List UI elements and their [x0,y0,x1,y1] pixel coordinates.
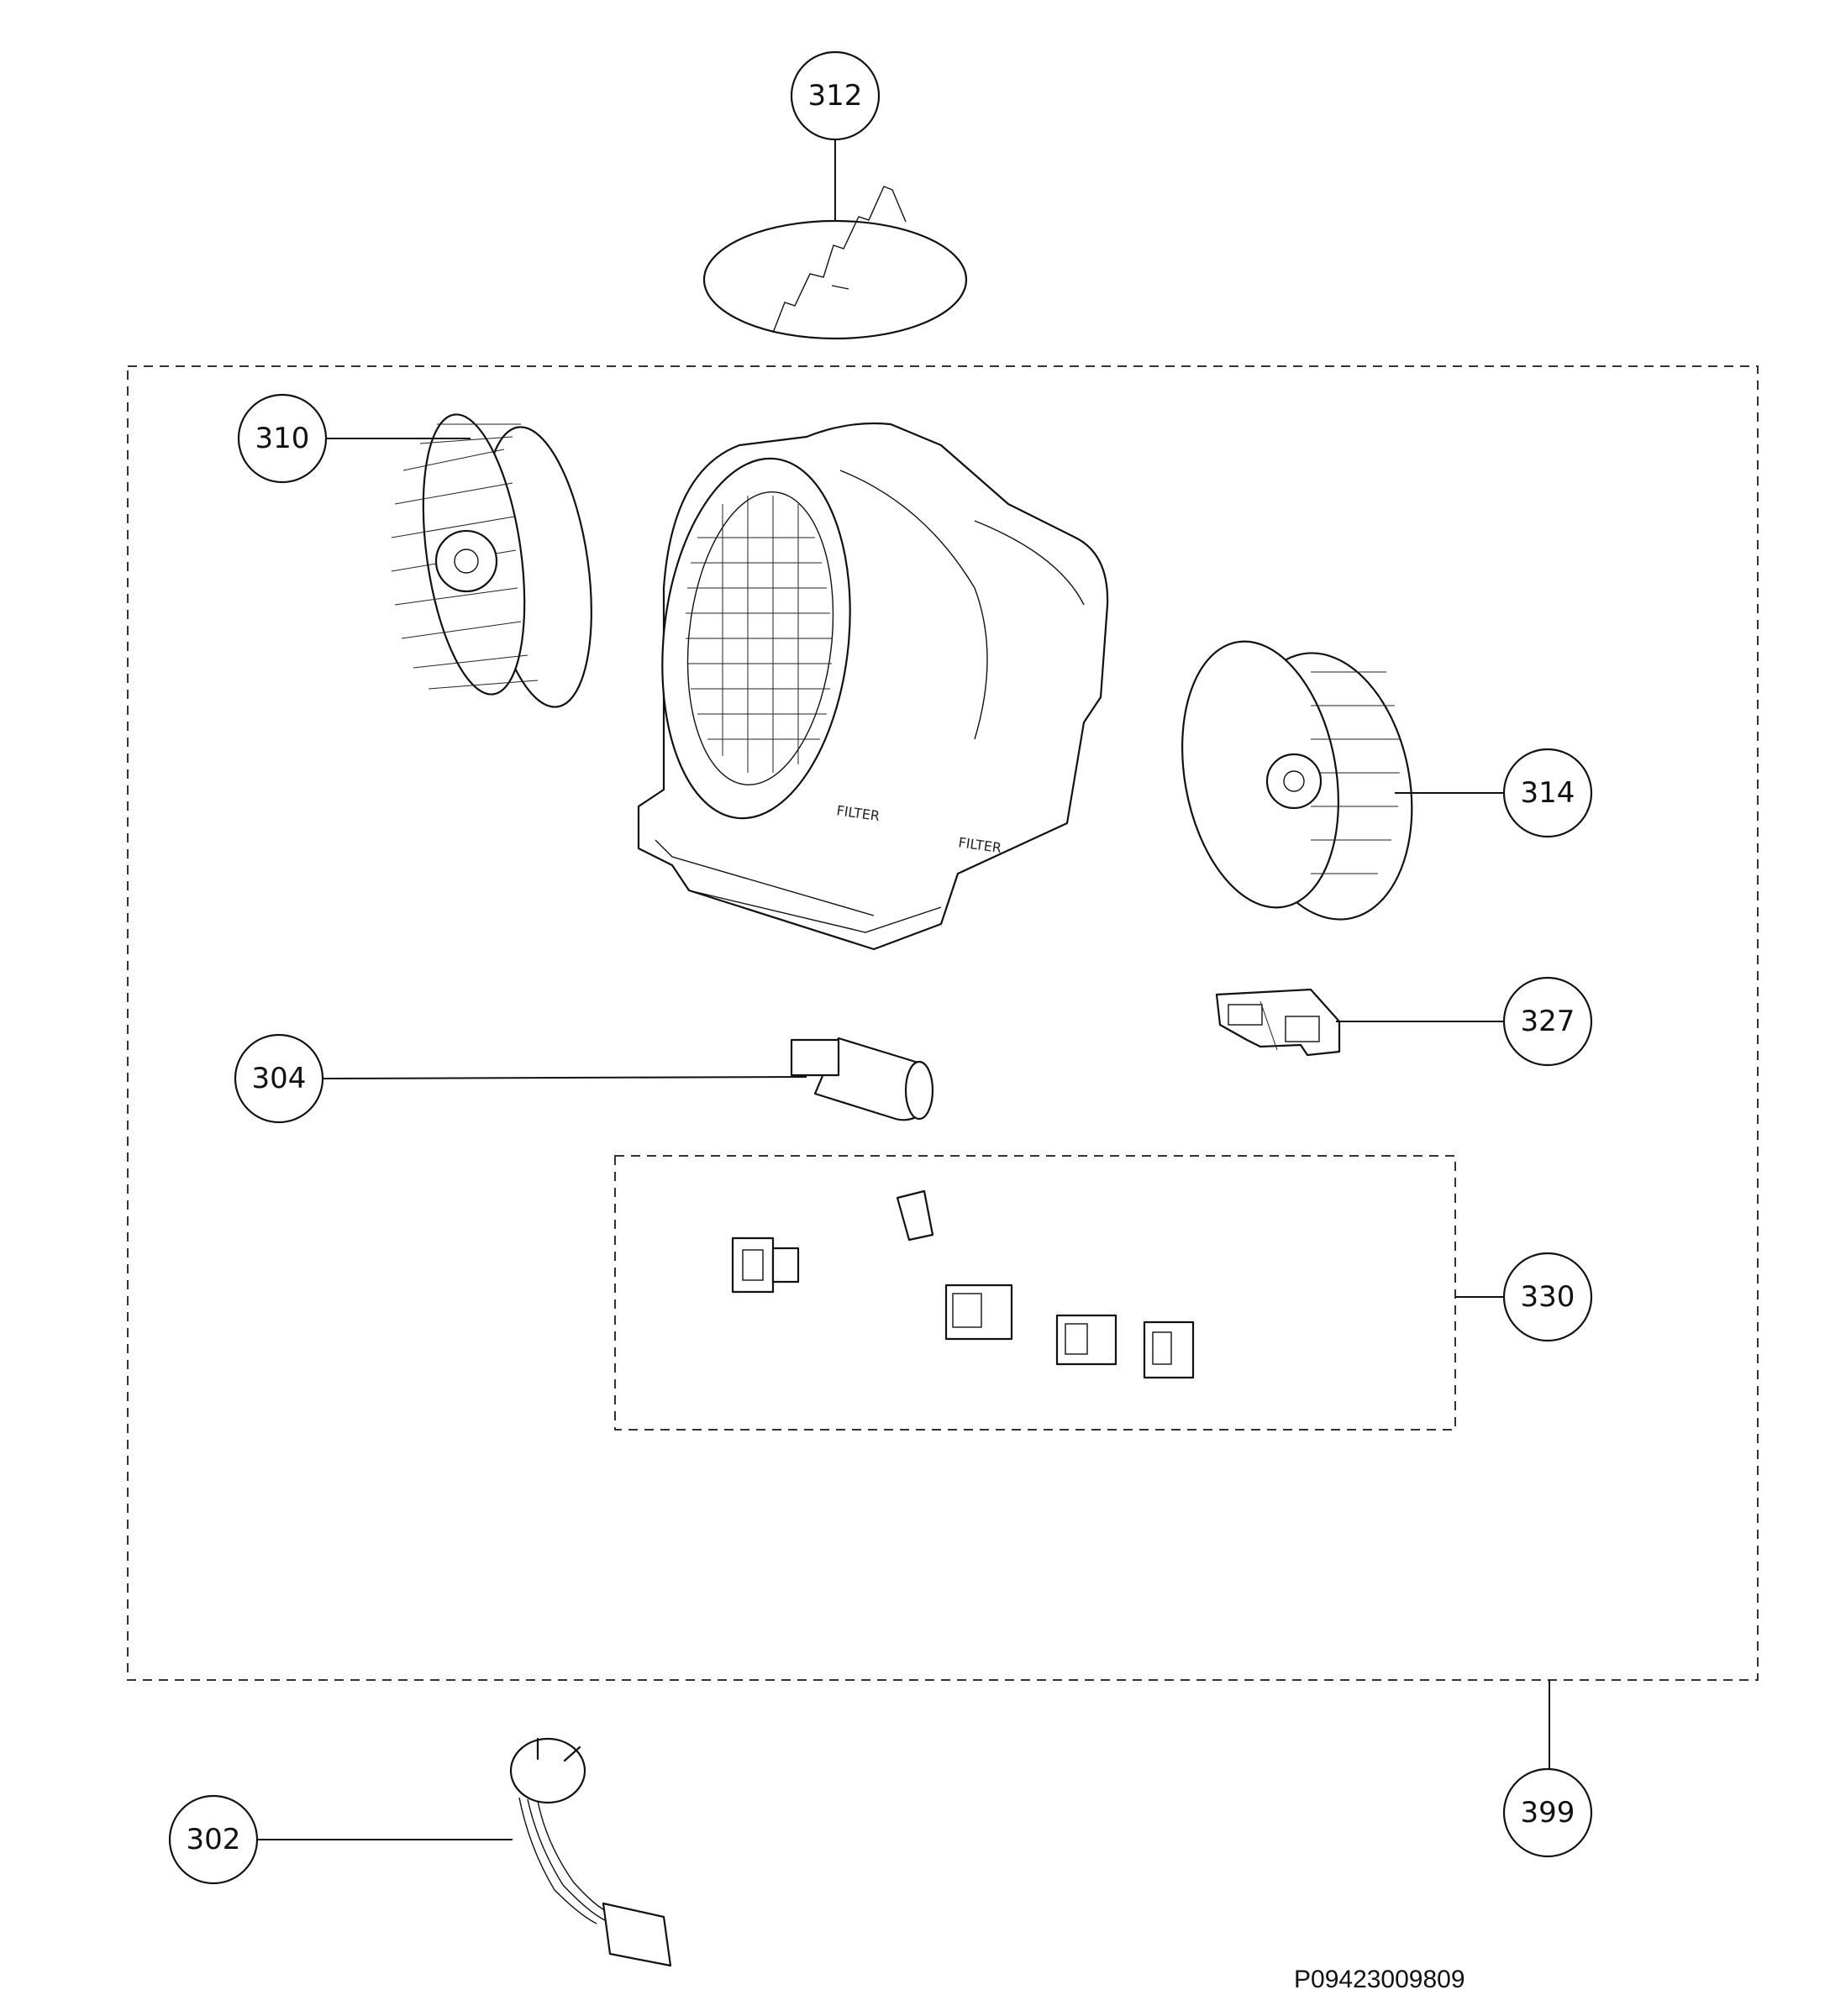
document-code: P09423009809 [1294,1966,1465,1993]
assembly-dashed-box [127,365,1759,1681]
callout-312-label: 312 [808,79,863,113]
callout-330: 330 [1502,1252,1593,1342]
part-302-mains-cable [509,1737,672,1967]
part-312-filter-disc [702,186,968,340]
callout-330-label: 330 [1521,1280,1575,1314]
part-327-switch [1215,988,1341,1057]
callout-327: 327 [1502,976,1593,1067]
callout-314: 314 [1502,748,1593,838]
callout-399: 399 [1502,1767,1593,1858]
part-304-capacitor [790,1037,934,1121]
part-310-blower-wheel-left [391,413,592,708]
callout-399-label: 399 [1521,1796,1575,1830]
callout-302: 302 [168,1794,259,1885]
callout-310-label: 310 [255,422,310,455]
callout-304: 304 [234,1033,324,1124]
callout-302-label: 302 [187,1823,241,1856]
motor-housing: FILTER FILTER [637,422,1109,951]
callout-327-label: 327 [1521,1005,1575,1038]
callout-310: 310 [237,393,328,484]
connector-kit-dashed-box [614,1155,1456,1431]
callout-304-label: 304 [252,1062,307,1095]
part-314-blower-wheel-right [1181,640,1413,921]
callout-312: 312 [790,50,881,141]
callout-314-label: 314 [1521,776,1575,810]
part-330-connectors [731,1189,1195,1379]
leader-lines [249,139,1550,1840]
